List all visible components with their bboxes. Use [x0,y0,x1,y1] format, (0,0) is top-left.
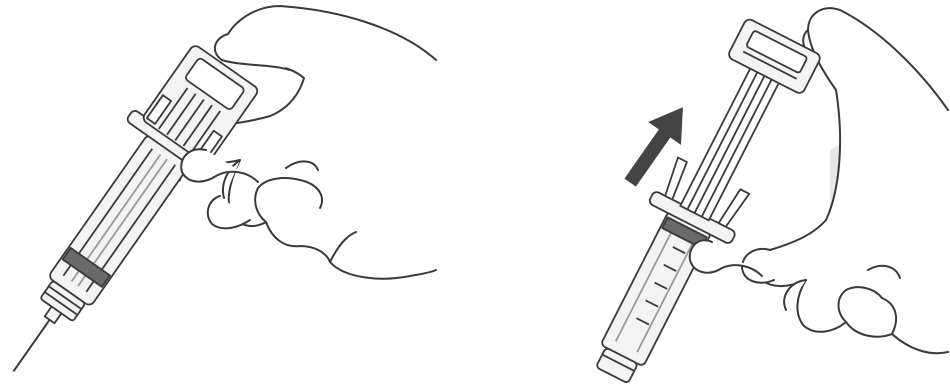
syringe-icon [571,16,825,391]
needle-icon [13,320,49,372]
panel-left [0,6,436,391]
up-arrow-icon [614,96,700,194]
panel-right [571,8,948,391]
syringe-barrel [48,134,191,307]
